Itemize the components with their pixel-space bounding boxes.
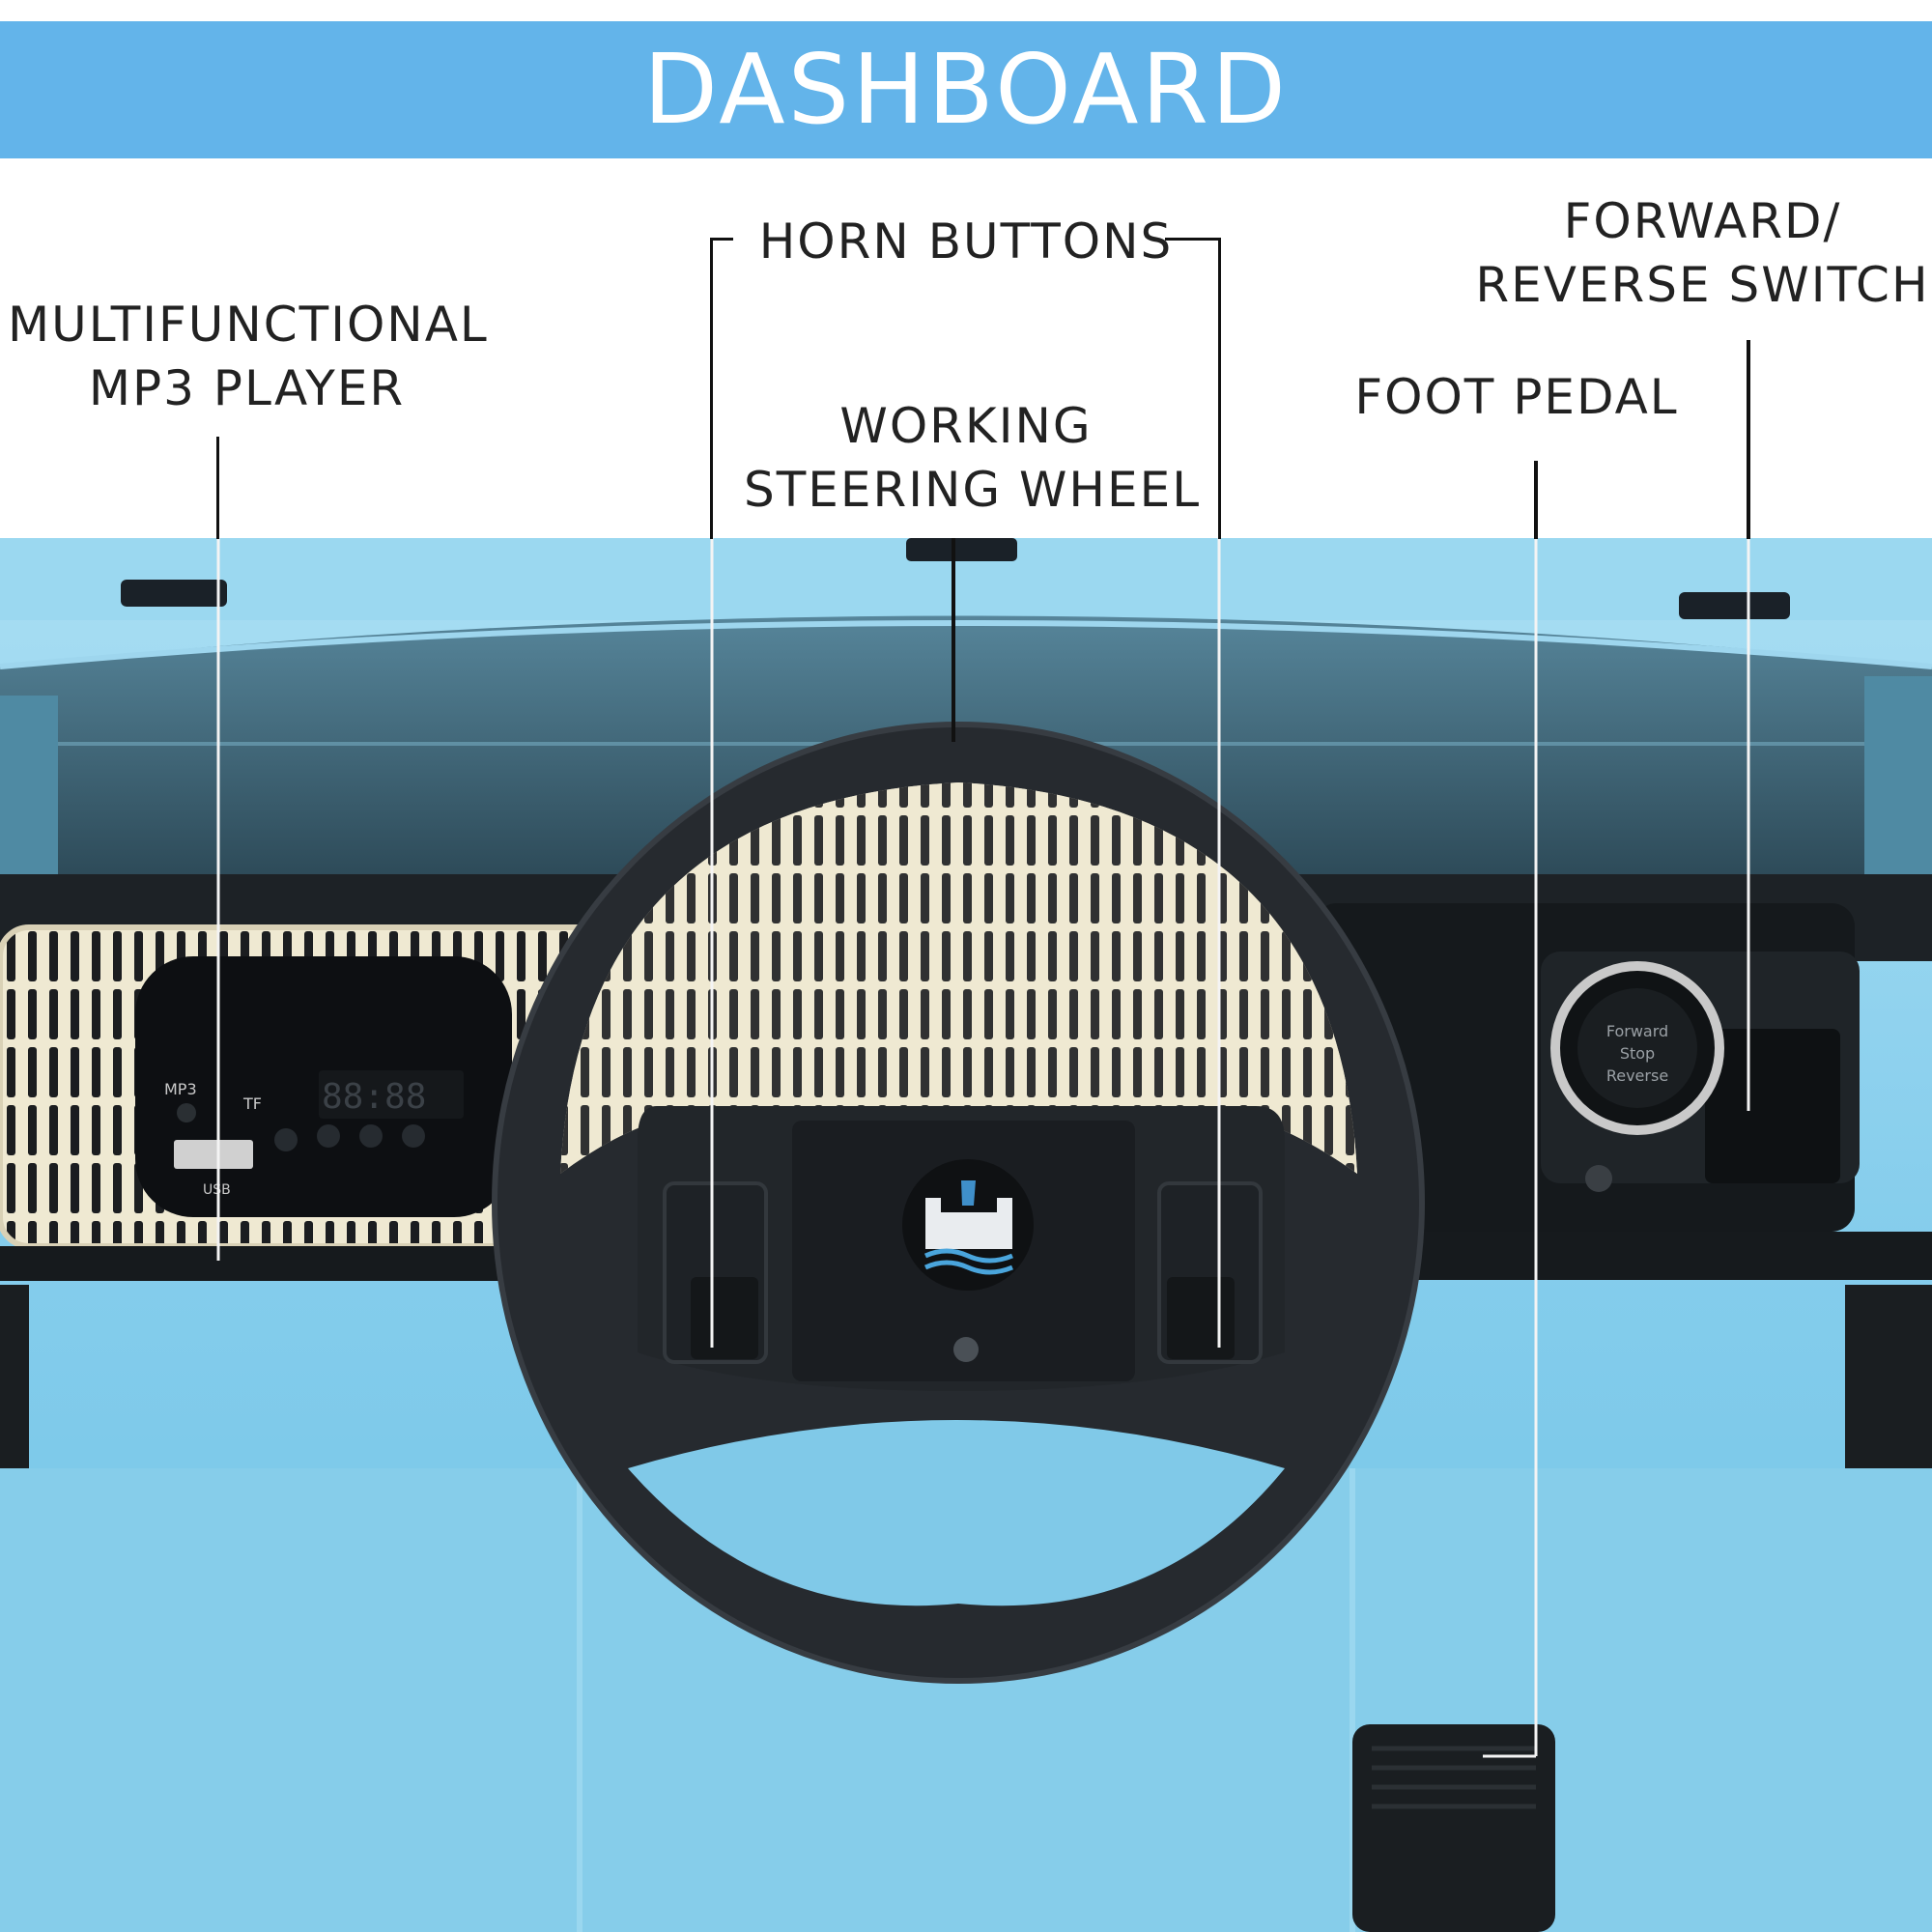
leader-horn-right-tick: [1165, 238, 1221, 241]
callout-mp3-line1: MULTIFUNCTIONAL: [8, 297, 489, 353]
leader-horn-left-tick: [710, 238, 733, 241]
callout-mp3-player: MULTIFUNCTIONAL MP3 PLAYER: [8, 293, 489, 420]
callout-pedal-line1: FOOT PEDAL: [1354, 369, 1679, 425]
switch-label-stop: Stop: [1620, 1044, 1655, 1063]
callout-foot-pedal: FOOT PEDAL: [1352, 365, 1681, 429]
header-banner: DASHBOARD: [0, 21, 1932, 158]
callout-steering-line1: WORKING: [839, 398, 1093, 454]
mp3-jack-label: MP3: [164, 1080, 197, 1098]
callout-fr-line1: FORWARD/: [1563, 193, 1842, 249]
page-title: DASHBOARD: [642, 33, 1289, 146]
leader-horn-right: [1218, 238, 1221, 539]
callout-horn-buttons: HORN BUTTONS: [758, 210, 1174, 273]
callout-fr-line2: REVERSE SWITCH: [1475, 257, 1930, 313]
mp3-tf-label: TF: [242, 1094, 262, 1113]
switch-label-forward: Forward: [1606, 1022, 1668, 1040]
callout-horn-line1: HORN BUTTONS: [758, 213, 1174, 270]
leader-mp3: [216, 437, 219, 539]
switch-label-reverse: Reverse: [1606, 1066, 1668, 1085]
dashboard-photo: 88:88 MP3 TF USB 40 60 80 100 120 Forwar…: [0, 538, 1932, 1932]
steering-wheel: [492, 722, 1425, 1684]
leader-horn-left: [710, 238, 713, 539]
mp3-player: 88:88 MP3 TF USB: [135, 956, 512, 1217]
leader-foot-pedal: [1534, 461, 1538, 539]
mp3-display-text: 88:88: [322, 1077, 426, 1117]
callout-mp3-line2: MP3 PLAYER: [88, 360, 406, 416]
right-console: Forward Stop Reverse: [1314, 903, 1860, 1232]
callout-steering-wheel: WORKING STEERING WHEEL: [744, 394, 1202, 522]
foot-pedal: [1352, 1724, 1555, 1932]
callout-forward-reverse: FORWARD/ REVERSE SWITCH: [1473, 189, 1932, 317]
leader-forward-reverse: [1747, 340, 1750, 539]
callout-steering-line2: STEERING WHEEL: [744, 462, 1202, 518]
mp3-usb-label: USB: [203, 1182, 231, 1198]
